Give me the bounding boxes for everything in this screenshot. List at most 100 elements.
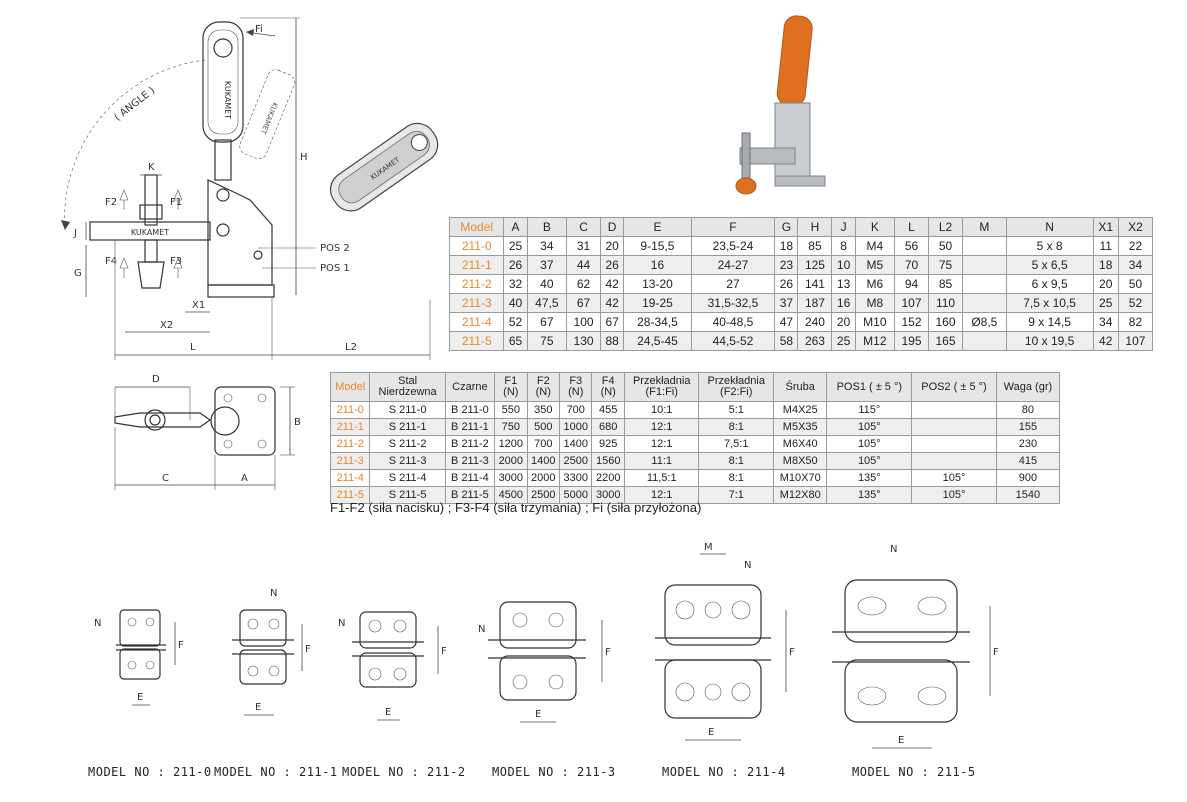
table-header-cell: Czarne — [444, 372, 496, 402]
table-header-line: (F1:Fi) — [645, 386, 678, 398]
table-cell: 107 — [1117, 331, 1154, 351]
model-caption-211-3: MODEL NO : 211-3 — [492, 765, 616, 779]
model-cell: 211-3 — [329, 452, 371, 470]
orange-pad — [735, 177, 757, 195]
table-header-cell: F4(N) — [591, 372, 625, 402]
table-cell: 23 — [774, 255, 799, 275]
table-header-cell: F1(N) — [494, 372, 528, 402]
table-cell: 8:1 — [698, 469, 774, 487]
svg-text:N: N — [890, 544, 897, 555]
table-cell: 1540 — [995, 486, 1061, 504]
table-header-cell: X1 — [1092, 217, 1119, 237]
base-drawing-211-5: N F E — [832, 544, 999, 749]
table-cell: M8X50 — [772, 452, 828, 470]
table-cell: 8 — [831, 236, 856, 256]
table-cell: 75 — [928, 255, 964, 275]
table-cell: 67 — [566, 293, 602, 313]
table-cell: 50 — [928, 236, 964, 256]
base-plate — [207, 284, 275, 298]
table-cell: 80 — [995, 401, 1061, 419]
table-cell: 1400 — [559, 435, 593, 453]
table-cell: 11,5:1 — [623, 469, 700, 487]
table-cell: 10:1 — [623, 401, 700, 419]
svg-text:F: F — [441, 646, 447, 657]
table-header-line: POS1 ( ± 5 °) — [836, 380, 903, 393]
table-cell — [911, 435, 997, 453]
arm-brand-text: KUKAMET — [131, 228, 169, 237]
pos2-label: POS 2 — [320, 243, 350, 254]
base-drawing-211-4: M N F E — [655, 542, 795, 741]
table-cell: B 211-1 — [444, 418, 496, 436]
base-drawing-211-3: N F E — [478, 601, 611, 723]
table-cell — [962, 274, 1007, 294]
table-header-cell: K — [854, 217, 896, 237]
angle-label: ( ANGLE ) — [112, 85, 157, 123]
table-header-cell: Przekładnia(F2:Fi) — [698, 372, 774, 402]
table-header-line: Przekładnia — [632, 375, 691, 387]
top-hole — [223, 439, 233, 449]
table-cell: 50 — [1117, 274, 1154, 294]
table-cell: 680 — [591, 418, 625, 436]
table-header-line: Śruba — [785, 380, 815, 393]
table-cell: 105° — [826, 435, 913, 453]
table-cell: 56 — [894, 236, 930, 256]
h-label: H — [300, 152, 308, 163]
table-header-line: Model — [335, 380, 366, 393]
table-cell: 8:1 — [698, 418, 774, 436]
base-drawing-211-2: N F E — [338, 611, 447, 721]
svg-text:E: E — [385, 707, 391, 718]
table-cell: 37 — [526, 255, 568, 275]
table-cell: 125 — [797, 255, 833, 275]
table-cell: 37 — [774, 293, 799, 313]
table-cell: 10 x 19,5 — [1005, 331, 1094, 351]
dimensions-table: Model A B C D E F G H J K L L2 M N X1 X2… — [448, 217, 1154, 351]
table-cell — [962, 236, 1007, 256]
table-cell: 20 — [831, 312, 856, 332]
table-cell: 2000 — [494, 452, 528, 470]
table-cell: B 211-2 — [444, 435, 496, 453]
handle-brand-text: KUKAMET — [223, 81, 232, 119]
svg-text:E: E — [137, 692, 143, 703]
table-cell: 900 — [995, 469, 1061, 487]
table-cell: S 211-1 — [369, 418, 446, 436]
table-cell: 105° — [911, 486, 997, 504]
table-cell: 130 — [566, 331, 602, 351]
table-cell: 141 — [797, 274, 833, 294]
table-header-cell: Model — [448, 217, 505, 237]
table-header-line: (N) — [535, 386, 551, 398]
table-cell: 1200 — [494, 435, 528, 453]
model-caption-211-0: MODEL NO : 211-0 — [88, 765, 212, 779]
table-cell: 187 — [797, 293, 833, 313]
table-cell: 12:1 — [623, 435, 700, 453]
table-cell: 65 — [503, 331, 528, 351]
table-cell — [962, 293, 1007, 313]
fi-arrowhead — [246, 29, 254, 36]
table-header-line: F2 — [536, 375, 550, 387]
pos1-label: POS 1 — [320, 263, 350, 274]
table-cell: 925 — [591, 435, 625, 453]
model-cell: 211-1 — [329, 418, 371, 436]
table-cell: M5 — [854, 255, 896, 275]
table-cell: 5 x 6,5 — [1005, 255, 1094, 275]
table-cell: 135° — [826, 469, 913, 487]
table-cell: 82 — [1117, 312, 1154, 332]
handle-stem — [214, 139, 232, 181]
table-cell: 7,5 x 10,5 — [1005, 293, 1094, 313]
top-base-plate — [214, 386, 276, 456]
table-cell: 350 — [526, 401, 561, 419]
table-cell: 85 — [928, 274, 964, 294]
table-header-cell: X2 — [1117, 217, 1154, 237]
table-cell: 105° — [911, 469, 997, 487]
table-cell: 100 — [566, 312, 602, 332]
table-header-cell: B — [526, 217, 568, 237]
svg-text:N: N — [338, 618, 345, 629]
table-cell: B 211-5 — [444, 486, 496, 504]
